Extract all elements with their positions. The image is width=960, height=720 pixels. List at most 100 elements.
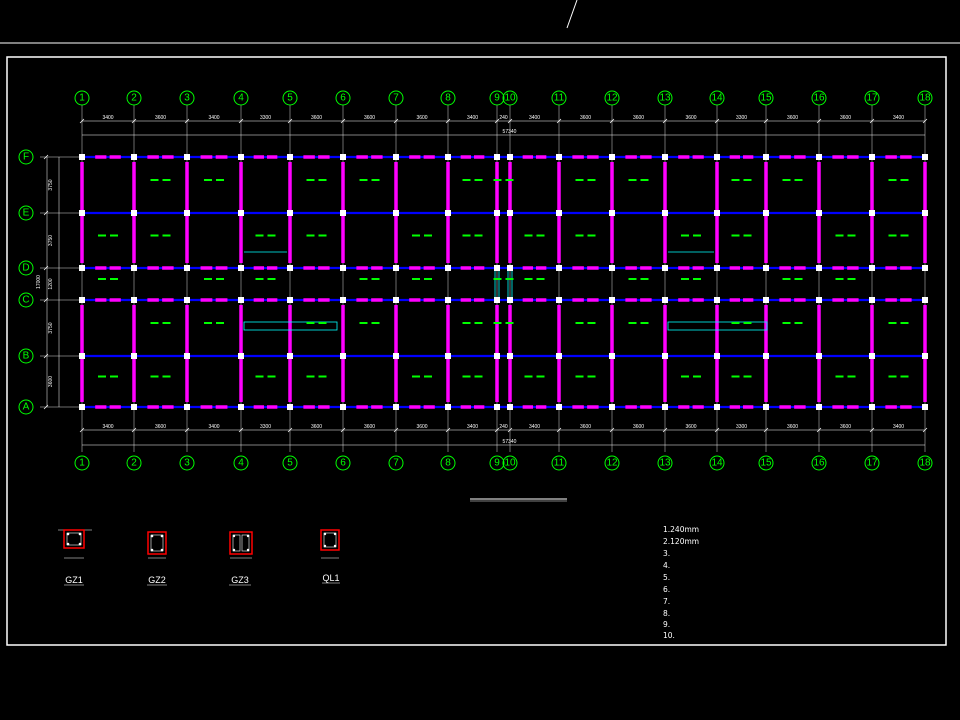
column [609, 297, 615, 303]
axis-label-y: F [23, 152, 29, 163]
column [763, 353, 769, 359]
annotation-mark [412, 234, 420, 237]
column [507, 353, 513, 359]
annotation-mark [255, 278, 264, 280]
dimension-tick [869, 118, 875, 124]
annotation-mark [835, 375, 844, 378]
annotation-mark [216, 179, 224, 181]
dimension-text-bottom: 3600 [580, 424, 591, 430]
opening [667, 321, 768, 331]
axis-bubble [282, 90, 298, 106]
axis-label-x: 4 [238, 93, 244, 104]
annotation-mark [204, 322, 212, 324]
axis-label-y: C [22, 295, 29, 306]
column [714, 210, 720, 216]
axis-bubble [811, 455, 827, 471]
column [507, 297, 513, 303]
annotation-mark [794, 179, 803, 181]
axis-bubble [18, 149, 34, 165]
dimension-text-bottom: 3300 [260, 424, 271, 430]
axis-label-x: 11 [554, 93, 565, 104]
annotation-mark [412, 278, 420, 280]
annotation-mark [888, 179, 897, 181]
dimension-text-top: 3400 [102, 115, 113, 121]
dimension-text-bottom: 3600 [633, 424, 644, 430]
column [340, 154, 346, 160]
annotation-mark [474, 179, 483, 181]
axis-bubble [282, 455, 298, 471]
annotation-mark [359, 179, 368, 181]
column [184, 154, 190, 160]
dimension-tick [445, 427, 451, 433]
axis-label-x: 3 [184, 458, 190, 469]
notes-block: 1.240mm 2.120mm 3. 4. 5. 6. 7. 8. 9. 10. [663, 525, 699, 640]
column [662, 297, 668, 303]
annotation-mark [462, 179, 471, 181]
annotation-mark [424, 234, 432, 237]
axis-label-x: 6 [340, 93, 346, 104]
axis-bubble [179, 455, 195, 471]
top-tick [566, 0, 578, 29]
column [869, 210, 875, 216]
column [238, 154, 244, 160]
dimension-tick [287, 427, 293, 433]
axis-label-x: 11 [554, 458, 565, 469]
axis-label-x: 9 [494, 93, 500, 104]
annotation-mark [424, 375, 432, 378]
axis-bubble [758, 455, 774, 471]
dimension-text-top: 3600 [685, 115, 696, 121]
annotation-mark [731, 375, 740, 378]
axis-label-x: 18 [919, 93, 931, 104]
dimension-tick [340, 118, 346, 124]
dimension-text-top: 3300 [736, 115, 747, 121]
dimension-text-top: 3400 [467, 115, 478, 121]
annotation-mark [306, 179, 315, 181]
annotation-mark [371, 278, 380, 280]
note-line: 8. [663, 609, 670, 618]
axis-bubble [917, 90, 933, 106]
column [922, 154, 928, 160]
column [869, 154, 875, 160]
column [238, 210, 244, 216]
dimension-tick [393, 427, 399, 433]
column [763, 265, 769, 271]
column [131, 210, 137, 216]
annotation-mark [474, 234, 483, 237]
dimension-tick [869, 427, 875, 433]
column [556, 154, 562, 160]
column [556, 404, 562, 410]
annotation-mark [731, 179, 740, 181]
annotation-mark [536, 375, 545, 378]
column [494, 353, 500, 359]
dimension-text-top: 3600 [155, 115, 166, 121]
dimension-text-top: 3600 [633, 115, 644, 121]
column [393, 297, 399, 303]
column [238, 404, 244, 410]
column [816, 297, 822, 303]
column [763, 210, 769, 216]
total-length-top: 57340 [503, 129, 517, 135]
dimension-text-top: 3400 [529, 115, 540, 121]
axis-label-x: 13 [659, 93, 671, 104]
annotation-mark [150, 322, 159, 324]
axis-bubble [74, 455, 90, 471]
dimension-text-top: 3600 [787, 115, 798, 121]
column [922, 265, 928, 271]
annotation-mark [794, 278, 803, 280]
dimension-tick [816, 118, 822, 124]
column [238, 353, 244, 359]
axis-bubble [18, 399, 34, 415]
annotation-mark [371, 179, 380, 181]
column [287, 154, 293, 160]
dimension-tick-left [43, 404, 49, 410]
column [340, 353, 346, 359]
column [494, 154, 500, 160]
annotation-mark [204, 179, 212, 181]
axis-label-x: 6 [340, 458, 346, 469]
axis-label-x: 5 [287, 93, 293, 104]
column [445, 297, 451, 303]
dimension-tick [184, 427, 190, 433]
annotation-mark [536, 234, 545, 237]
axis-bubble [657, 455, 673, 471]
dimension-text-top: 3400 [893, 115, 904, 121]
